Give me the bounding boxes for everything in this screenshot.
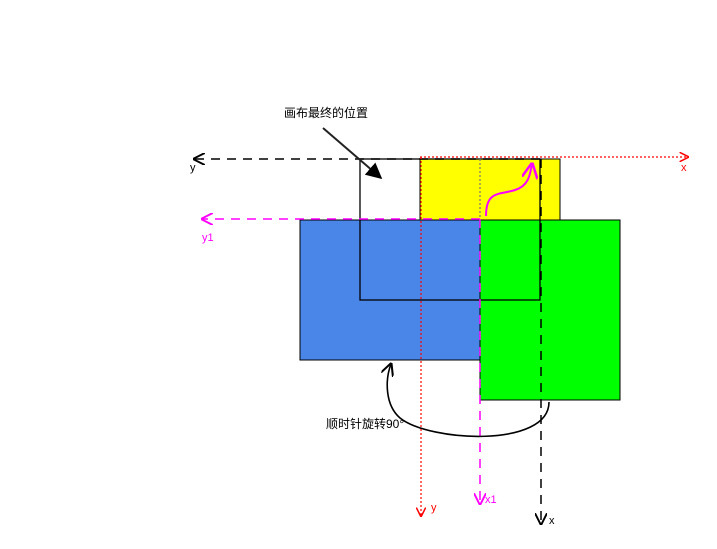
blue-rectangle	[299, 219, 481, 361]
final-position-label: 画布最终的位置	[284, 105, 368, 120]
rotate-clockwise-label: 顺时针旋转90°	[326, 416, 404, 431]
black-x-label: x	[549, 515, 555, 527]
final-position-pointer-arrow	[322, 127, 383, 180]
rotation-arc	[387, 364, 550, 438]
magenta-curve-arrow	[485, 164, 532, 217]
green-rectangle	[479, 219, 621, 401]
red-y-label: y	[431, 502, 437, 514]
black-y-label: y	[190, 162, 196, 174]
magenta-y1-label: y1	[202, 232, 214, 244]
red-x-label: x	[681, 162, 687, 174]
final-canvas-outline	[359, 158, 541, 301]
yellow-rectangle	[419, 158, 561, 221]
magenta-x1-label: x1	[485, 494, 497, 506]
